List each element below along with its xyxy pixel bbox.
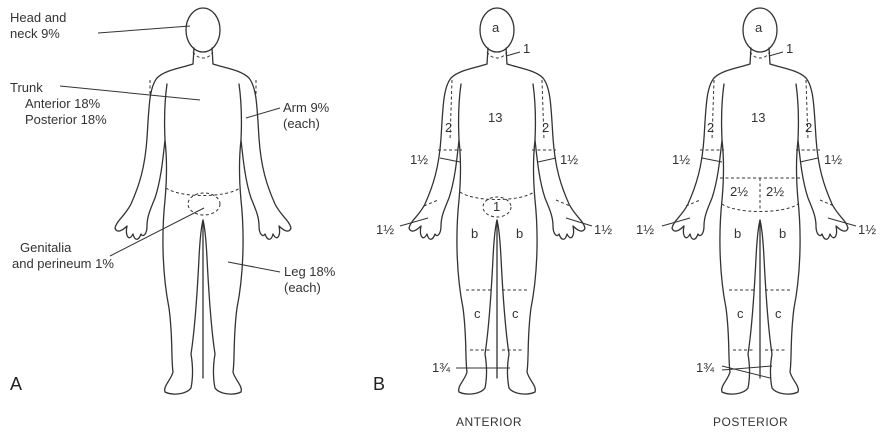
anterior-head-label: a xyxy=(492,20,500,35)
head-label-line2: neck 9% xyxy=(10,26,60,41)
panel-b-letter: B xyxy=(373,374,385,394)
posterior-forearm-right-label: 1½ xyxy=(824,152,842,167)
head-label-line1: Head and xyxy=(10,10,66,25)
anterior-title: ANTERIOR xyxy=(456,415,522,429)
posterior-neck-label: 1 xyxy=(786,41,793,56)
neck-dashed-line xyxy=(193,52,213,58)
anterior-foot-label: 1¾ xyxy=(432,360,450,375)
head-leader xyxy=(98,26,190,33)
anterior-upper-arm-left-label: 2 xyxy=(445,120,452,135)
trunk-label-line3: Posterior 18% xyxy=(25,112,107,127)
anterior-neck-dashed xyxy=(487,52,507,58)
anterior-trunk-label: 13 xyxy=(488,110,502,125)
trunk-label-line1: Trunk xyxy=(10,80,43,95)
posterior-thigh-left-label: b xyxy=(734,226,741,241)
anterior-hand-right-label: 1½ xyxy=(594,222,612,237)
posterior-buttock-right-label: 2½ xyxy=(766,184,784,199)
arm-label-line1: Arm 9% xyxy=(283,100,330,115)
genitalia-label-line1: Genitalia xyxy=(20,240,72,255)
posterior-buttock-left-label: 2½ xyxy=(730,184,748,199)
posterior-hand-right-label: 1½ xyxy=(858,222,876,237)
posterior-neck-leader xyxy=(769,52,783,56)
anterior-genitalia-label: 1 xyxy=(493,199,500,214)
anterior-upper-arm-right-label: 2 xyxy=(542,120,549,135)
posterior-hand-left-label: 1½ xyxy=(636,222,654,237)
posterior-figure xyxy=(662,8,856,394)
trunk-label-line2: Anterior 18% xyxy=(25,96,101,111)
posterior-lower-leg-left-label: c xyxy=(737,306,744,321)
posterior-thigh-right-label: b xyxy=(779,226,786,241)
anterior-thigh-right-label: b xyxy=(516,226,523,241)
anterior-thigh-left-label: b xyxy=(471,226,478,241)
panel-a-figure xyxy=(60,8,291,394)
genitalia-label-line2: and perineum 1% xyxy=(12,256,114,271)
anterior-hand-left-label: 1½ xyxy=(376,222,394,237)
posterior-lower-leg-right-label: c xyxy=(775,306,782,321)
posterior-foot-label: 1¾ xyxy=(696,360,714,375)
anterior-neck-label: 1 xyxy=(523,41,530,56)
panel-a-letter: A xyxy=(10,374,22,394)
anterior-forearm-right-label: 1½ xyxy=(560,152,578,167)
leg-label-line1: Leg 18% xyxy=(284,264,336,279)
posterior-upper-arm-right-label: 2 xyxy=(805,120,812,135)
leg-label-line2: (each) xyxy=(284,280,321,295)
anterior-lower-leg-right-label: c xyxy=(512,306,519,321)
arm-label-line2: (each) xyxy=(283,116,320,131)
anterior-lower-leg-left-label: c xyxy=(474,306,481,321)
posterior-title: POSTERIOR xyxy=(713,415,788,429)
posterior-trunk-label: 13 xyxy=(751,110,765,125)
anterior-forearm-left-label: 1½ xyxy=(410,152,428,167)
posterior-head-label: a xyxy=(755,20,763,35)
posterior-upper-arm-left-label: 2 xyxy=(707,120,714,135)
posterior-forearm-left-label: 1½ xyxy=(672,152,690,167)
anterior-neck-leader xyxy=(506,52,520,56)
posterior-neck-dashed xyxy=(750,52,770,58)
